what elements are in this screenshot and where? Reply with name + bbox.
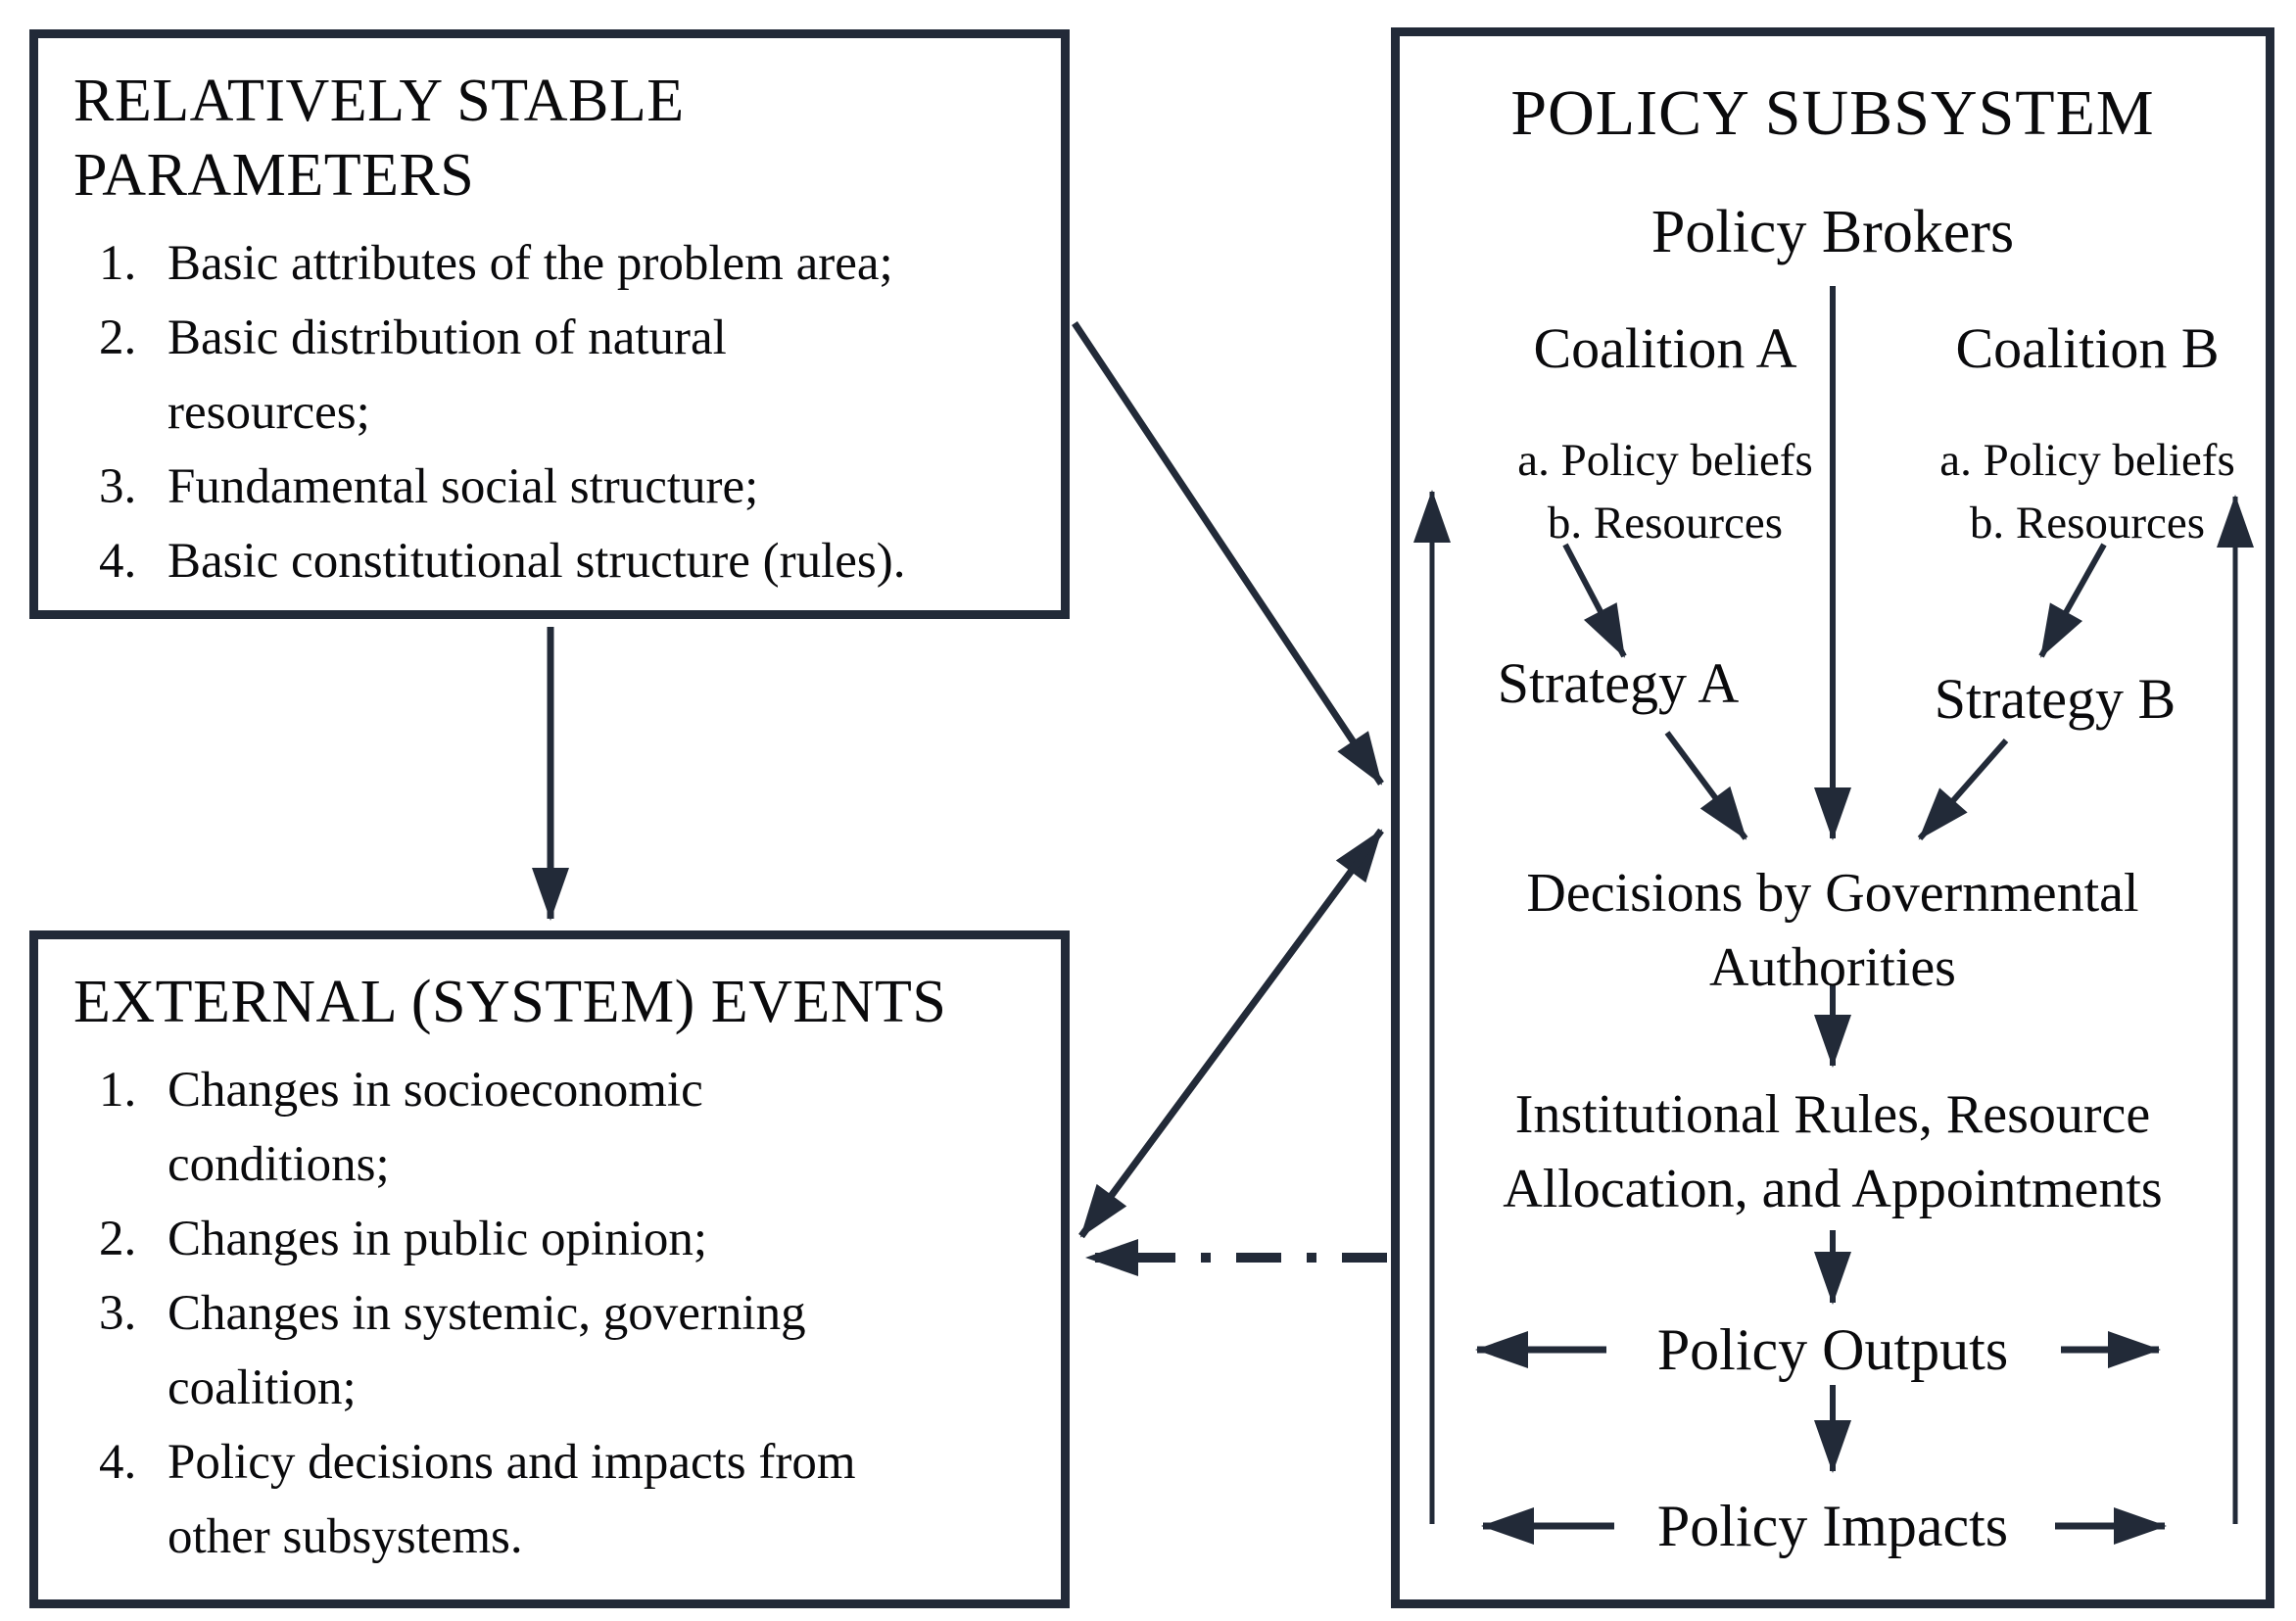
- arrow-strategy-b-to-decisions: [1917, 739, 2009, 840]
- stable-parameters-title-line2: PARAMETERS: [73, 142, 475, 209]
- item-line: other subsystems.: [167, 1509, 523, 1564]
- decisions-label: Decisions by Governmental Authorities: [1391, 856, 2274, 1005]
- external-events-list: 1. Changes in socioeconomic conditions; …: [38, 1039, 1061, 1574]
- institutional-line2: Allocation, and Appointments: [1503, 1159, 2163, 1219]
- item-line: resources;: [167, 385, 370, 440]
- coalition-b-label: Coalition B: [1955, 316, 2220, 380]
- stable-parameters-list: 1. Basic attributes of the problem area;…: [38, 213, 1061, 598]
- item-line: conditions;: [167, 1137, 390, 1192]
- list-item: 1. Basic attributes of the problem area;: [73, 226, 1061, 301]
- item-number: 3.: [99, 459, 137, 514]
- item-number: 4.: [99, 534, 137, 589]
- institutional-rules-label: Institutional Rules, Resource Allocation…: [1391, 1077, 2274, 1226]
- list-item: 4. Basic constitutional structure (rules…: [73, 524, 1061, 598]
- coalition-a-attributes: a. Policy beliefs b. Resources: [1459, 429, 1871, 554]
- list-item: 1. Changes in socioeconomic conditions;: [73, 1053, 1061, 1202]
- institutional-line1: Institutional Rules, Resource: [1514, 1084, 2151, 1145]
- arrow-strategy-a-to-decisions: [1664, 731, 1748, 840]
- policy-subsystem-box: [1391, 27, 2274, 1608]
- stable-parameters-title-line1: RELATIVELY STABLE: [73, 68, 685, 134]
- coalition-a-beliefs: a. Policy beliefs: [1517, 435, 1813, 486]
- policy-impacts-label: Policy Impacts: [1656, 1494, 2009, 1558]
- item-number: 2.: [99, 1212, 137, 1266]
- stable-parameters-box: RELATIVELY STABLE PARAMETERS 1. Basic at…: [29, 29, 1070, 619]
- item-line: Changes in systemic, governing: [167, 1286, 806, 1341]
- coalition-b-beliefs: a. Policy beliefs: [1939, 435, 2235, 486]
- item-text: Changes in systemic, governing coalition…: [167, 1276, 1061, 1425]
- item-line: Fundamental social structure;: [167, 459, 759, 514]
- arrow-coalition-a-to-strategy-a: [1562, 543, 1627, 658]
- item-text: Basic attributes of the problem area;: [167, 226, 1061, 301]
- item-number: 1.: [99, 1063, 137, 1118]
- external-events-box: EXTERNAL (SYSTEM) EVENTS 1. Changes in s…: [29, 930, 1070, 1608]
- policy-subsystem-title: POLICY SUBSYSTEM: [1510, 77, 2155, 149]
- item-text: Policy decisions and impacts from other …: [167, 1425, 1061, 1574]
- item-line: Basic distribution of natural: [167, 310, 727, 365]
- coalition-b-resources: b. Resources: [1969, 498, 2206, 548]
- list-item: 4. Policy decisions and impacts from oth…: [73, 1425, 1061, 1574]
- item-line: Basic constitutional structure (rules).: [167, 534, 906, 589]
- policy-brokers-label: Policy Brokers: [1650, 199, 2015, 265]
- coalition-a-label: Coalition A: [1533, 316, 1797, 380]
- strategy-a-label: Strategy A: [1497, 651, 1740, 715]
- stable-parameters-title: RELATIVELY STABLE PARAMETERS: [38, 38, 1061, 213]
- list-item: 3. Fundamental social structure;: [73, 450, 1061, 524]
- strategy-b-label: Strategy B: [1934, 667, 2176, 731]
- item-line: Policy decisions and impacts from: [167, 1435, 856, 1490]
- item-number: 2.: [99, 310, 137, 365]
- item-text: Basic constitutional structure (rules).: [167, 524, 1061, 598]
- policy-outputs-label: Policy Outputs: [1656, 1317, 2009, 1382]
- item-number: 4.: [99, 1435, 137, 1490]
- item-line: Changes in public opinion;: [167, 1212, 708, 1266]
- item-text: Fundamental social structure;: [167, 450, 1061, 524]
- coalition-a-resources: b. Resources: [1547, 498, 1784, 548]
- item-line: coalition;: [167, 1360, 357, 1415]
- arrow-stable-to-subsystem: [1072, 321, 1384, 786]
- decisions-line1: Decisions by Governmental: [1526, 863, 2139, 924]
- list-item: 2. Changes in public opinion;: [73, 1202, 1061, 1276]
- item-text: Changes in public opinion;: [167, 1202, 1061, 1276]
- item-line: Changes in socioeconomic: [167, 1063, 703, 1118]
- item-number: 1.: [99, 236, 137, 291]
- list-item: 3. Changes in systemic, governing coalit…: [73, 1276, 1061, 1425]
- item-number: 3.: [99, 1286, 137, 1341]
- item-line: Basic attributes of the problem area;: [167, 236, 893, 291]
- coalition-b-attributes: a. Policy beliefs b. Resources: [1882, 429, 2293, 554]
- list-item: 2. Basic distribution of natural resourc…: [73, 301, 1061, 450]
- item-text: Changes in socioeconomic conditions;: [167, 1053, 1061, 1202]
- external-events-title: EXTERNAL (SYSTEM) EVENTS: [73, 969, 947, 1035]
- decisions-line2: Authorities: [1709, 937, 1956, 998]
- arrow-subsystem-to-external: [1078, 828, 1384, 1239]
- arrow-coalition-b-to-strategy-b: [2038, 543, 2107, 658]
- item-text: Basic distribution of natural resources;: [167, 301, 1061, 450]
